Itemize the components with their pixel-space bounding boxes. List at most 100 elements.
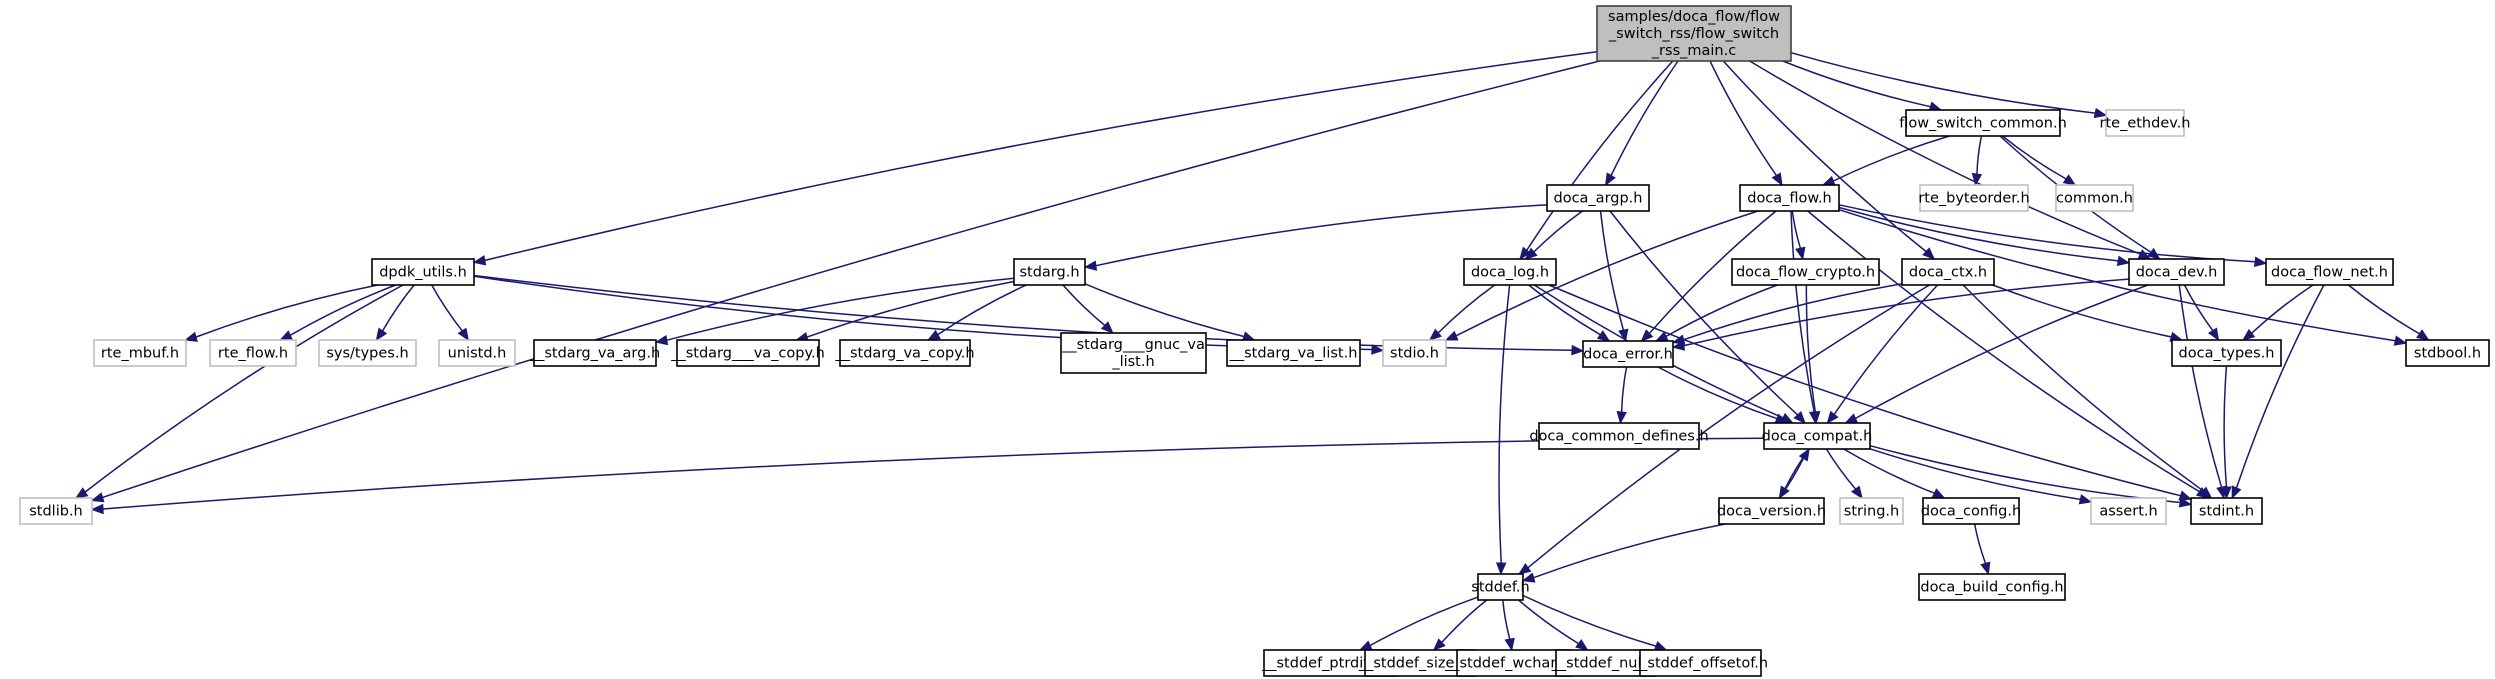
arrowhead-icon	[1358, 640, 1373, 651]
node-dpdk-utils[interactable]: dpdk_utils.h	[371, 258, 475, 286]
edge-doca_ctx-to-doca_compat	[1826, 284, 1939, 425]
node-box[interactable]	[1060, 332, 1207, 374]
edge-doca_types-to-stdint	[2221, 365, 2232, 500]
node-stdarg---gnuc-va-list[interactable]: __stdarg___gnuc_va_list.h	[1060, 332, 1207, 374]
node-box[interactable]	[1918, 573, 2066, 601]
edge-doca_flow-to-doca_compat	[1790, 210, 1820, 425]
node-doca-compat[interactable]: doca_compat.h	[1762, 422, 1873, 450]
node-box[interactable]	[1555, 649, 1656, 677]
node-label: __stddef_offsetof.h	[1632, 656, 1768, 672]
node-box[interactable]	[2405, 339, 2490, 367]
node-box[interactable]	[1718, 497, 1825, 525]
node-box[interactable]	[1013, 258, 1086, 286]
node-box[interactable]	[1226, 339, 1361, 367]
edge-line	[937, 284, 1027, 336]
arrowhead-icon	[1771, 172, 1783, 187]
node-box[interactable]	[2171, 339, 2282, 367]
edge-line	[1518, 599, 1579, 645]
node-box[interactable]	[839, 339, 971, 367]
node-label: sys/types.h	[326, 346, 408, 362]
node-doca-config[interactable]: doca_config.h	[1921, 497, 2021, 525]
node-box[interactable]	[533, 339, 657, 367]
node-stddef-null[interactable]: __stddef_null.h	[1551, 649, 1660, 677]
node-box[interactable]	[1456, 649, 1572, 677]
arrowhead-icon	[1100, 321, 1114, 334]
node-label: doca_version.h	[1717, 504, 1826, 520]
node-root[interactable]: samples/doca_flow/flow_switch_rss/flow_s…	[1596, 5, 1792, 62]
edges-layer	[74, 50, 2430, 652]
arrowhead-icon	[1821, 175, 1836, 186]
node-doca-version[interactable]: doca_version.h	[1717, 497, 1826, 525]
node-stdarg-va-list[interactable]: __stdarg_va_list.h	[1226, 339, 1361, 367]
node-doca-log[interactable]: doca_log.h	[1463, 258, 1557, 286]
node-doca-error[interactable]: doca_error.h	[1582, 340, 1674, 368]
node-doca-flow-net[interactable]: doca_flow_net.h	[2265, 258, 2394, 286]
arrowhead-icon	[1444, 330, 1459, 341]
node-label: doca_log.h	[1471, 265, 1549, 281]
arrowhead-icon	[1432, 638, 1446, 651]
node-box[interactable]	[2265, 258, 2394, 286]
node-stddef-wchar-t[interactable]: __stddef_wchar_t.h	[1444, 649, 1583, 677]
node-stdint[interactable]: stdint.h	[2190, 497, 2263, 525]
node-stdarg[interactable]: stdarg.h	[1013, 258, 1086, 286]
node-doca-dev[interactable]: doca_dev.h	[2128, 258, 2225, 286]
node-box[interactable]	[1463, 258, 1557, 286]
node-box[interactable]	[1538, 422, 1700, 450]
node-stddef-offsetof[interactable]: __stddef_offsetof.h	[1632, 649, 1768, 677]
node-box[interactable]	[371, 258, 475, 286]
edge-dpdk_utils-to-rte_mbuf	[184, 284, 378, 342]
node-box[interactable]	[1922, 497, 2020, 525]
node-doca-build-config[interactable]: doca_build_config.h	[1918, 573, 2066, 601]
node-stdbool[interactable]: stdbool.h	[2405, 339, 2490, 367]
node-box[interactable]	[1905, 109, 2061, 137]
edge-line	[1838, 206, 2119, 262]
node-doca-flow-crypto[interactable]: doca_flow_crypto.h	[1731, 258, 1880, 286]
node-string: string.h	[1839, 497, 1904, 525]
node-label: rte_flow.h	[218, 346, 288, 362]
node-label: __stddef_wchar_t.h	[1444, 656, 1583, 672]
edge-doca_flow_net-to-stdbool	[2347, 284, 2430, 341]
edge-line	[1437, 284, 1496, 334]
node-flow-switch-common[interactable]: flow_switch_common.h	[1899, 109, 2067, 137]
edge-line	[1498, 284, 1511, 564]
edge-doca_dev-to-doca_error	[1671, 278, 2130, 351]
node-box[interactable]	[1901, 258, 1995, 286]
node-box	[1839, 497, 1904, 525]
node-doca-common-defines[interactable]: doca_common_defines.h	[1529, 422, 1709, 450]
node-doca-flow[interactable]: doca_flow.h	[1739, 184, 1840, 212]
node-label: stdlib.h	[29, 504, 83, 520]
node-stdarg---va-copy[interactable]: __stdarg___va_copy.h	[670, 339, 825, 367]
node-label: doca_error.h	[1583, 347, 1673, 363]
edge-line	[1805, 284, 1817, 413]
node-stdarg-va-arg[interactable]: __stdarg_va_arg.h	[529, 339, 660, 367]
node-label: doca_dev.h	[2136, 265, 2218, 281]
node-box[interactable]	[676, 339, 820, 367]
edge-line	[1722, 60, 1927, 253]
node-box[interactable]	[1582, 340, 1674, 368]
edge-line	[1992, 284, 2172, 338]
node-stddef[interactable]: stddef.h	[1471, 573, 1530, 601]
node-doca-argp[interactable]: doca_argp.h	[1546, 184, 1650, 212]
arrowhead-icon	[2062, 174, 2077, 186]
edge-line	[2001, 135, 2067, 180]
edge-line	[1657, 366, 1778, 420]
edge-line	[1665, 284, 1778, 338]
edge-doca_compat-to-string	[1825, 448, 1863, 500]
node-box[interactable]	[1739, 184, 1840, 212]
node-box[interactable]	[1731, 258, 1880, 286]
edge-line	[1791, 210, 1802, 249]
edge-doca_version-to-doca_compat	[1778, 447, 1810, 499]
node-box[interactable]	[1639, 649, 1762, 677]
node-box[interactable]	[1596, 5, 1792, 62]
node-doca-types[interactable]: doca_types.h	[2171, 339, 2282, 367]
nodes-layer: samples/doca_flow/flow_switch_rss/flow_s…	[19, 5, 2490, 677]
edge-line	[381, 284, 415, 332]
arrowhead-icon	[1844, 413, 1859, 424]
node-box[interactable]	[2128, 258, 2225, 286]
node-box[interactable]	[1477, 573, 1524, 601]
node-doca-ctx[interactable]: doca_ctx.h	[1901, 258, 1995, 286]
node-box[interactable]	[1546, 184, 1650, 212]
node-stdarg-va-copy[interactable]: __stdarg_va_copy.h	[834, 339, 975, 367]
node-box[interactable]	[2190, 497, 2263, 525]
node-box[interactable]	[1763, 422, 1871, 450]
